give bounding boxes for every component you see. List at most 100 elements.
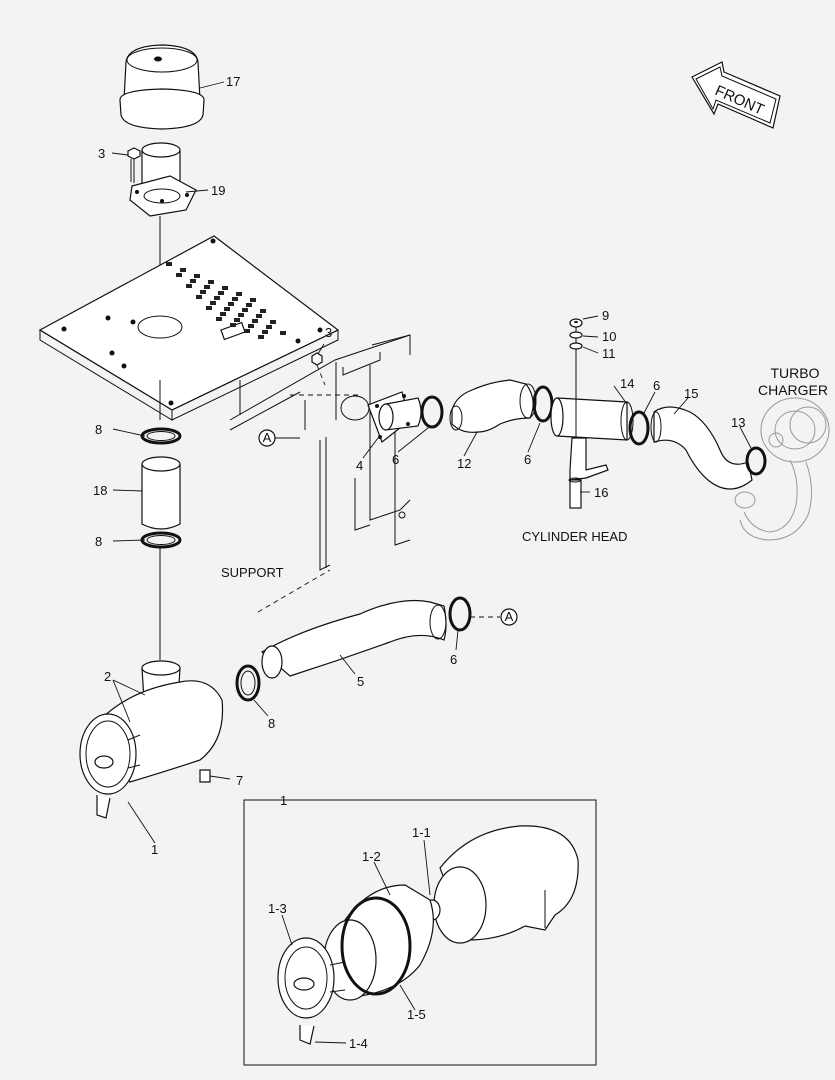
ref-a-right: A	[470, 608, 518, 626]
inset-label-1-1: 1-1	[412, 825, 431, 840]
clamp-8-top	[140, 427, 182, 445]
label-8-bot: 8	[268, 716, 275, 731]
vent-slot	[258, 335, 264, 339]
vent-slot	[186, 284, 192, 288]
vent-slot	[250, 298, 256, 302]
air-cleaner-main	[79, 660, 224, 819]
ref-a-right-label: A	[505, 609, 514, 624]
clamp-6-intake	[448, 596, 472, 632]
label-14: 14	[620, 376, 634, 391]
label-15: 15	[684, 386, 698, 401]
vent-slot	[280, 331, 286, 335]
clamp-8-bottom	[235, 664, 261, 702]
hood-vent-slots	[166, 262, 286, 339]
vent-slot	[236, 292, 242, 296]
vent-slot	[216, 317, 222, 321]
pipe-14	[550, 397, 634, 441]
label-3-mid: 3	[325, 325, 332, 340]
clamp-8-mid	[140, 531, 182, 549]
flange-4	[340, 391, 422, 443]
ref-a-left-label: A	[263, 430, 272, 445]
label-7: 7	[236, 773, 243, 788]
bolt-3-mid	[311, 352, 326, 386]
vent-slot	[224, 307, 230, 311]
vent-slot	[180, 268, 186, 272]
label-5: 5	[357, 674, 364, 689]
vent-slot	[218, 291, 224, 295]
label-4: 4	[356, 458, 363, 473]
label-16: 16	[594, 485, 608, 500]
label-3-top: 3	[98, 146, 105, 161]
vent-slot	[266, 325, 272, 329]
vent-slot	[244, 329, 250, 333]
vent-slot	[262, 330, 268, 334]
vent-slot	[222, 286, 228, 290]
hood-plate	[38, 235, 340, 421]
vent-slot	[246, 303, 252, 307]
vent-slot	[166, 262, 172, 266]
vent-slot	[206, 306, 212, 310]
label-17: 17	[226, 74, 240, 89]
nut-washers-9-10-11	[569, 318, 583, 350]
vent-slot	[232, 297, 238, 301]
vent-slot	[248, 324, 254, 328]
vent-slot	[210, 301, 216, 305]
label-8-mid: 8	[95, 534, 102, 549]
inset-detail-1	[243, 799, 597, 1066]
label-18: 18	[93, 483, 107, 498]
label-6-b: 6	[392, 452, 399, 467]
clamp-13	[745, 446, 767, 476]
elbow-hose-12	[449, 379, 537, 433]
clamp-6-hose	[532, 385, 554, 423]
ref-a-left: A	[258, 429, 300, 447]
vent-slot	[252, 319, 258, 323]
precleaner-cap	[119, 44, 205, 130]
vent-slot	[220, 312, 226, 316]
vent-slot	[270, 320, 276, 324]
leader-lines	[111, 81, 752, 1044]
cylinder-head-label: CYLINDER HEAD	[522, 529, 627, 544]
vent-slot	[176, 273, 182, 277]
inset-label-1-3: 1-3	[268, 901, 287, 916]
vent-slot	[214, 296, 220, 300]
turbo-label-line2: CHARGER	[758, 382, 828, 398]
vent-slot	[256, 314, 262, 318]
label-2: 2	[104, 669, 111, 684]
vent-slot	[230, 323, 236, 327]
inset-label-1-5: 1-5	[407, 1007, 426, 1022]
vent-slot	[238, 313, 244, 317]
bolt-3-top	[127, 147, 141, 183]
label-11: 11	[602, 346, 616, 361]
turbocharger	[734, 397, 830, 541]
vent-slot	[228, 302, 234, 306]
connector-tube-18	[141, 456, 181, 530]
vent-slot	[194, 274, 200, 278]
clamp-6-flange	[420, 395, 444, 429]
clamp-6-pipe	[628, 410, 650, 446]
label-9: 9	[602, 308, 609, 323]
intake-hose-5	[260, 599, 447, 679]
support-label: SUPPORT	[221, 565, 284, 580]
vent-slot	[260, 309, 266, 313]
label-1: 1	[151, 842, 158, 857]
vent-slot	[208, 280, 214, 284]
front-arrow: FRONT	[691, 61, 781, 129]
inset-label-1-4: 1-4	[349, 1036, 368, 1051]
turbo-label-line1: TURBO	[771, 365, 820, 381]
hose-15	[650, 406, 753, 490]
label-6-c: 6	[524, 452, 531, 467]
vent-slot	[200, 290, 206, 294]
label-13: 13	[731, 415, 745, 430]
label-8-top: 8	[95, 422, 102, 437]
vent-slot	[242, 308, 248, 312]
label-6-d: 6	[450, 652, 457, 667]
vent-slot	[196, 295, 202, 299]
vent-slot	[234, 318, 240, 322]
inset-label-1-2: 1-2	[362, 849, 381, 864]
vent-slot	[204, 285, 210, 289]
label-10: 10	[602, 329, 616, 344]
part-labels: 17 3 19 3 9 10 11 14 6 15 13 8 18 8 4 6 …	[93, 74, 828, 1051]
label-12: 12	[457, 456, 471, 471]
vent-slot	[190, 279, 196, 283]
